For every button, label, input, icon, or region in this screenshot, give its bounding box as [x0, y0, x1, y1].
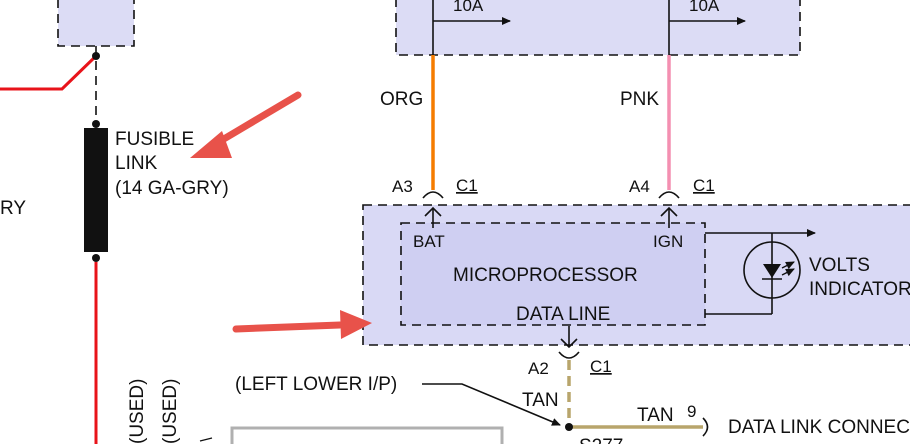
- connector-a3: A3 C1: [392, 176, 478, 199]
- vertical-label-1: (USED): [127, 379, 148, 444]
- connector-a2-pin: A2: [528, 359, 549, 378]
- connector-a2-id: C1: [590, 357, 612, 376]
- data-link-connector-label: DATA LINK CONNECTOR: [728, 417, 910, 438]
- red-wire-upper: [0, 54, 98, 91]
- annotation-arrow-fusible-link-icon: [190, 91, 302, 158]
- connector-a4: A4 C1: [629, 176, 715, 199]
- data-line-label: DATA LINE: [516, 304, 610, 325]
- vertical-label-2: (USED): [160, 379, 181, 444]
- fuse-right-rating: 10A: [689, 0, 720, 15]
- volts-indicator-led-icon: [743, 241, 801, 299]
- fuse-left: 10A: [432, 0, 511, 55]
- partial-left-label: RY: [0, 198, 26, 219]
- connector-a4-id: C1: [693, 176, 715, 195]
- orange-wire-label: ORG: [380, 89, 423, 110]
- volts-indicator-label-2: INDICATOR: [809, 279, 910, 300]
- microprocessor-label: MICROPROCESSOR: [453, 265, 638, 286]
- pink-wire-label: PNK: [620, 89, 659, 110]
- tan-wire-label-horizontal: TAN: [637, 405, 674, 426]
- fusible-link-label-1: FUSIBLE: [115, 129, 194, 150]
- volts-indicator-label-1: VOLTS: [809, 255, 870, 276]
- connector-a3-pin: A3: [392, 177, 413, 196]
- lower-component-box: [230, 426, 504, 444]
- microprocessor-box: [400, 222, 706, 326]
- fuse-block: [395, 0, 801, 56]
- fusible-link-label-2: LINK: [115, 153, 158, 174]
- splice-location-note: (LEFT LOWER I/P): [235, 374, 397, 395]
- data-link-connector-symbol: [702, 417, 709, 437]
- bat-label: BAT: [413, 232, 445, 251]
- junction-dot-upper: [92, 52, 100, 60]
- fuse-right: 10A: [668, 0, 746, 55]
- fuse-left-rating: 10A: [453, 0, 484, 15]
- connector-a2: A2 C1: [528, 351, 612, 378]
- fusible-link-bottom-dot: [92, 254, 100, 262]
- ign-label: IGN: [653, 232, 683, 251]
- splice-dot: [565, 423, 573, 431]
- dlc-pin-number: 9: [687, 402, 696, 421]
- connector-a4-pin: A4: [629, 177, 650, 196]
- connector-a3-id: C1: [456, 176, 478, 195]
- fusible-link-label-3: (14 GA-GRY): [115, 178, 229, 199]
- fusible-link: [84, 128, 108, 252]
- fusible-link-top-dot: [92, 120, 100, 128]
- upper-left-component-box: [57, 0, 135, 47]
- splice-id: S277: [579, 436, 623, 444]
- tan-wire-label-vertical: TAN: [522, 390, 559, 411]
- annotation-arrow-module-icon: [232, 310, 372, 339]
